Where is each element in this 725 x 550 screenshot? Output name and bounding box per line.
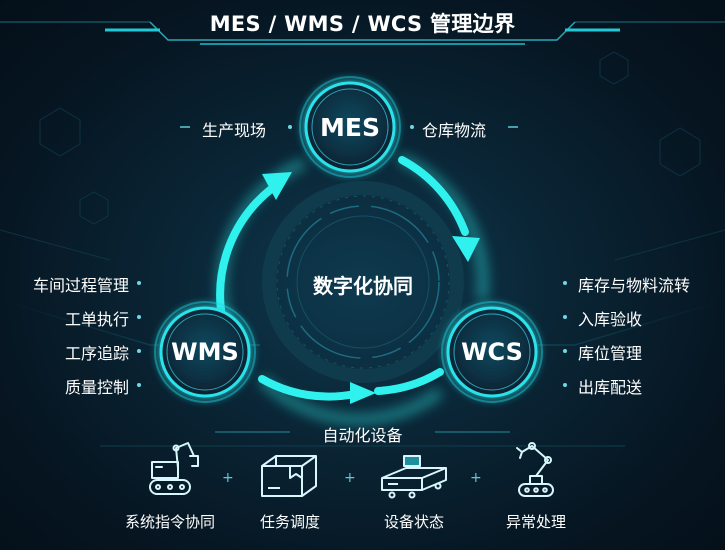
arrow-mes-to-wcs [398, 156, 469, 236]
device-label-command: 系统指令协同 [124, 513, 215, 531]
bullet-dot [137, 349, 141, 353]
arrow-wms-to-mes [216, 186, 274, 321]
node-wms-label: WMS [171, 338, 239, 366]
node-wms-shape [154, 301, 256, 403]
center-rings [262, 181, 464, 383]
page-title: MES / WMS / WCS 管理边界 [209, 12, 516, 36]
robot-arm-icon [516, 442, 554, 497]
node-mes-shape [299, 76, 401, 178]
plus-separator: + [470, 470, 482, 486]
plus-separator: + [222, 470, 234, 486]
bullet-dot [137, 281, 141, 285]
node-mes-label: MES [320, 113, 380, 142]
device-label-status: 设备状态 [383, 513, 444, 531]
arrowhead-up-left [262, 172, 292, 200]
device-label-exception: 异常处理 [505, 513, 566, 531]
bullet-dot [563, 315, 567, 319]
device-label-dispatch: 任务调度 [259, 513, 320, 531]
top-label-left: 生产现场 [202, 121, 267, 140]
cargo-box-icon [261, 455, 317, 497]
list-item: 车间过程管理 [32, 276, 129, 295]
arrowhead-down-right [452, 236, 480, 262]
bullet-dot [137, 383, 141, 387]
bullet-dot [563, 349, 567, 353]
list-item: 出库配送 [578, 378, 643, 397]
list-item: 质量控制 [64, 378, 129, 397]
bullet-dot [563, 281, 567, 285]
arrow-wms-to-wcs [258, 375, 359, 401]
node-wcs-shape [441, 301, 543, 403]
list-item: 库位管理 [578, 344, 643, 363]
bullet-dot [563, 383, 567, 387]
list-item: 工序追踪 [64, 344, 129, 363]
bottom-section-title: 自动化设备 [322, 426, 403, 445]
list-item: 工单执行 [64, 310, 129, 329]
top-label-right: 仓库物流 [422, 121, 487, 140]
list-item: 入库验收 [578, 310, 643, 329]
arrow-heads [262, 172, 480, 404]
robotic-crane-icon [149, 442, 199, 495]
bullet-dot [288, 125, 292, 129]
title-decoration [0, 21, 725, 45]
arrowhead-bottom [350, 382, 376, 404]
bullet-dot [410, 125, 414, 129]
node-wcs-label: WCS [461, 338, 523, 366]
bottom-title-lines [100, 431, 625, 447]
plus-separator: + [344, 470, 356, 486]
flow-arrows [216, 156, 469, 401]
bullet-dot [137, 315, 141, 319]
agv-cart-icon [381, 455, 447, 499]
center-label: 数字化协同 [313, 274, 413, 298]
list-item: 库存与物料流转 [578, 276, 691, 295]
